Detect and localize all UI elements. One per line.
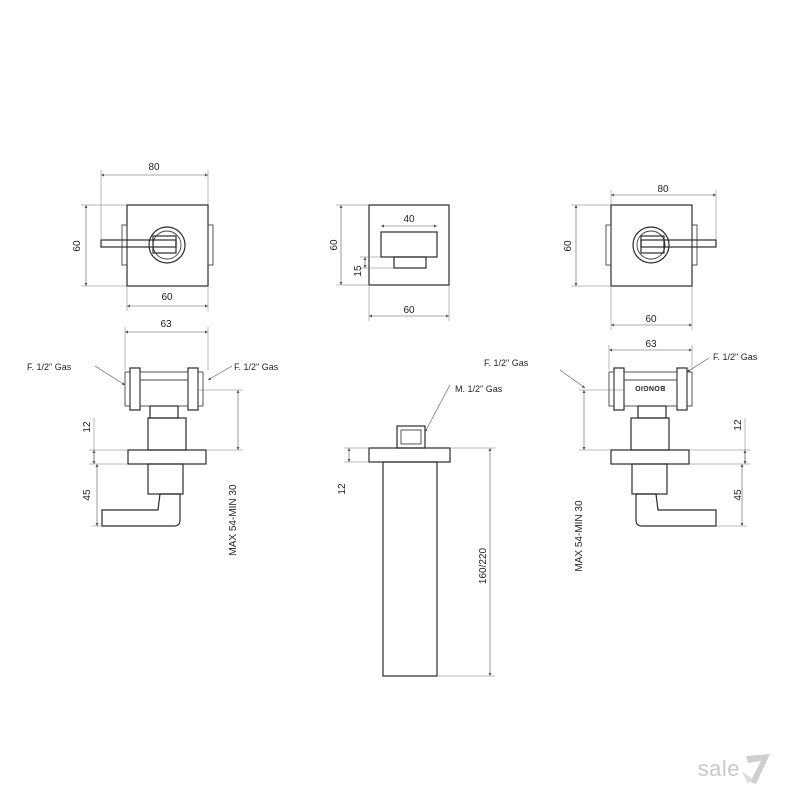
right-mixer-front-view [571, 190, 717, 330]
left-mixer-side-view [89, 327, 243, 527]
spout-width-bottom-label: 60 [403, 305, 415, 316]
left-height-label: 60 [72, 240, 83, 252]
left-handle-label: 45 [82, 489, 93, 501]
left-body-width-label: 63 [160, 319, 172, 330]
left-width-bottom-label: 60 [161, 292, 173, 303]
spout-inlet-label: M. 1/2" Gas [455, 384, 503, 394]
spout-width-top-label: 40 [403, 214, 415, 225]
right-inlet-right-label: F. 1/2" Gas [713, 352, 758, 362]
left-wall-label: MAX 54-MIN 30 [228, 484, 239, 556]
spout-length-label: 160/220 [478, 547, 489, 584]
spout-outlet-height-label: 15 [353, 265, 364, 277]
right-width-bottom-label: 60 [645, 314, 657, 325]
left-inlet-right-label: F. 1/2" Gas [234, 362, 279, 372]
right-body-width-label: 63 [645, 339, 657, 350]
seven-mark-icon [742, 754, 770, 784]
right-height-label: 60 [563, 240, 574, 252]
spout-height-label: 60 [329, 239, 340, 251]
left-mixer-front-view [81, 170, 214, 311]
spout-flange-label: 12 [337, 483, 348, 495]
right-width-top-label: 80 [657, 184, 669, 195]
right-wall-label: MAX 54-MIN 30 [574, 500, 585, 572]
right-brand-mark: BONGIO [635, 384, 665, 391]
spout-side-view [344, 384, 495, 677]
right-inlet-left-label: F. 1/2" Gas [484, 358, 529, 368]
left-inlet-left-label: F. 1/2" Gas [27, 362, 72, 372]
right-mixer-side-view [559, 345, 750, 527]
left-flange-label: 12 [82, 421, 93, 433]
right-flange-label: 12 [733, 419, 744, 431]
watermark-text: sale [697, 756, 740, 781]
left-width-top-label: 80 [148, 162, 160, 173]
watermark-logo: sale [698, 752, 772, 786]
spout-front-view [336, 204, 450, 321]
right-handle-label: 45 [733, 489, 744, 501]
